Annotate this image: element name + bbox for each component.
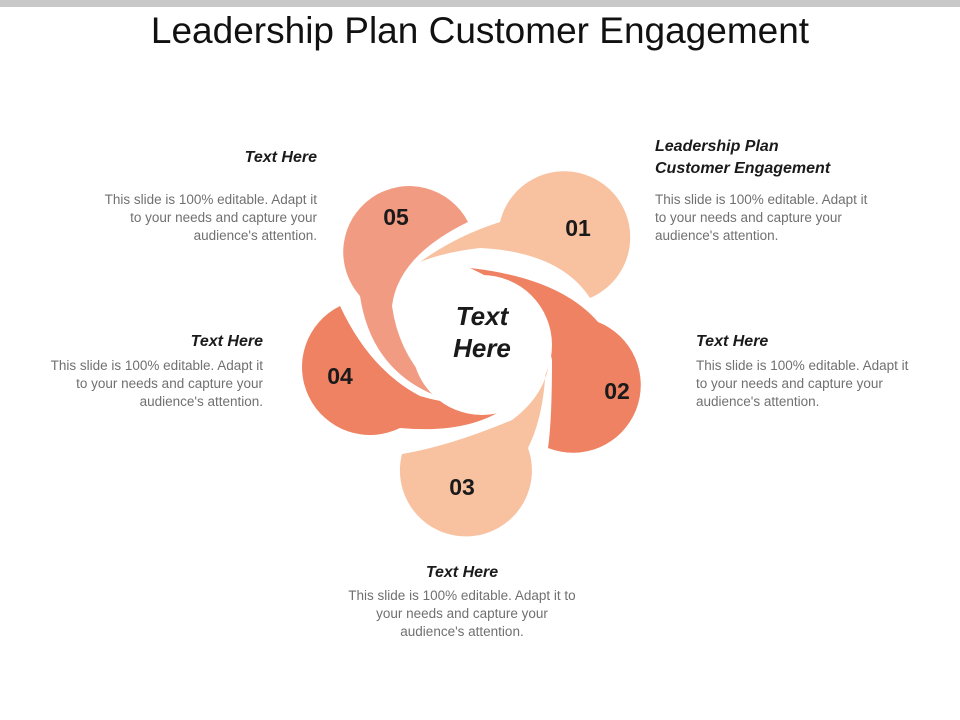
number-04: 04: [327, 363, 353, 389]
center-circle: [412, 275, 552, 415]
slide-title: Leadership Plan Customer Engagement: [150, 10, 810, 51]
desc-05: This slide is 100% editable. Adapt it to…: [104, 192, 317, 243]
top-bar: [0, 0, 960, 7]
desc-02: This slide is 100% editable. Adapt it to…: [696, 358, 909, 409]
number-03: 03: [449, 474, 475, 500]
number-02: 02: [604, 378, 630, 404]
petal-05: [343, 186, 468, 400]
desc-01: This slide is 100% editable. Adapt it to…: [655, 192, 868, 243]
label-05: Text Here: [244, 149, 317, 166]
center-text-line1: Text: [456, 301, 510, 331]
number-05: 05: [383, 204, 409, 230]
label-01-line1: Leadership Plan: [655, 138, 779, 155]
petal-01: [420, 171, 631, 298]
label-03: Text Here: [425, 564, 499, 581]
petal-02: [470, 268, 641, 453]
desc-03: This slide is 100% editable. Adapt it to…: [348, 588, 576, 639]
desc-04: This slide is 100% editable. Adapt it to…: [50, 358, 263, 409]
label-01-line2: Customer Engagement: [655, 160, 831, 177]
number-01: 01: [565, 215, 591, 241]
label-01: Leadership Plan Customer Engagement: [655, 136, 915, 180]
label-02: Text Here: [696, 333, 769, 350]
center-text-line2: Here: [453, 333, 511, 363]
label-04: Text Here: [190, 333, 263, 350]
petal-04: [302, 306, 526, 435]
petal-03: [399, 312, 551, 537]
